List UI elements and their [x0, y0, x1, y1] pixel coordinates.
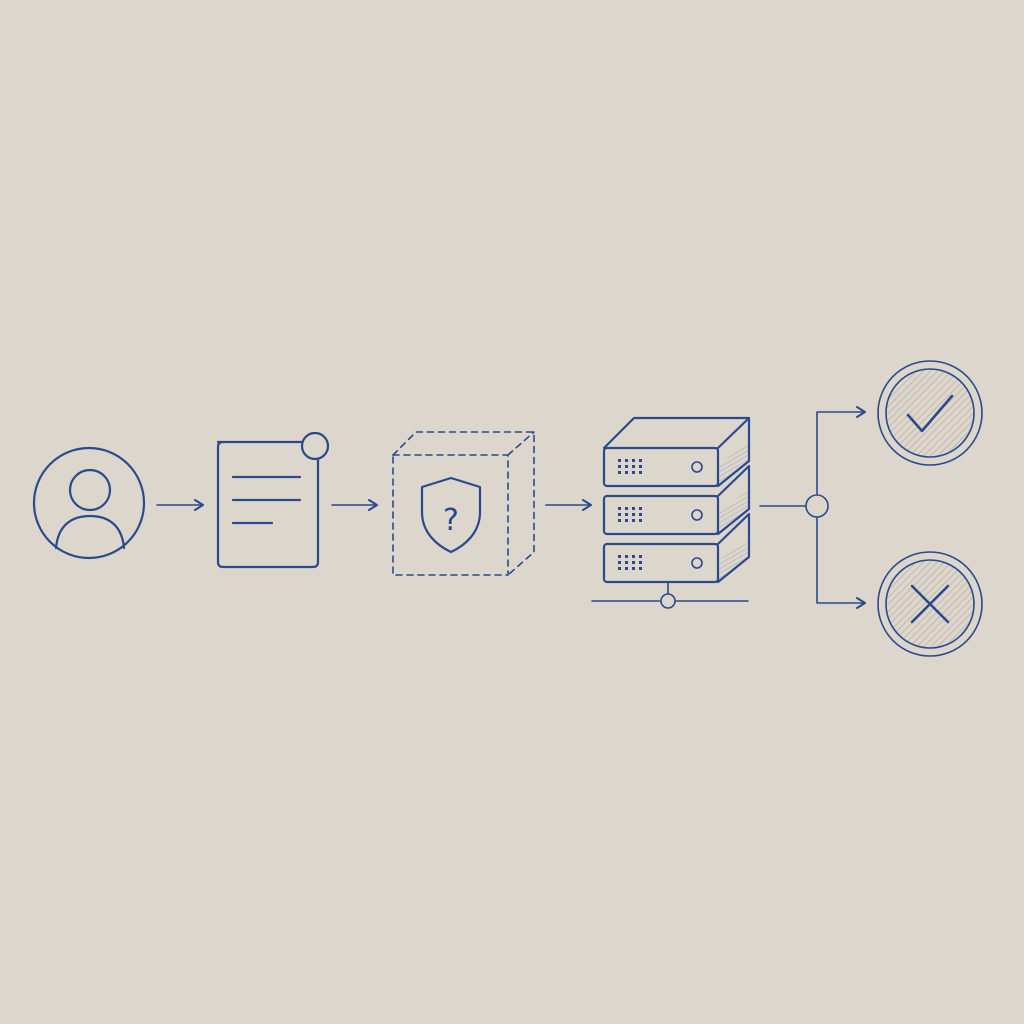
vent-dot — [632, 567, 635, 570]
vent-dot — [639, 471, 642, 474]
vent-dot — [618, 555, 621, 558]
shield-question-glyph: ? — [443, 503, 459, 538]
server-unit-1 — [602, 416, 751, 488]
vent-dot — [632, 459, 635, 462]
vent-dot — [618, 459, 621, 462]
server-vent-dots — [618, 459, 642, 570]
vent-dot — [632, 507, 635, 510]
vent-dot — [618, 513, 621, 516]
server-rack-icon — [591, 416, 751, 609]
vent-dot — [618, 465, 621, 468]
check-icon — [877, 360, 983, 466]
vent-dot — [632, 519, 635, 522]
vent-dot — [625, 567, 628, 570]
vent-dot — [639, 507, 642, 510]
vent-dot — [639, 459, 642, 462]
vent-dot — [639, 561, 642, 564]
vent-dot — [618, 519, 621, 522]
vent-dot — [639, 513, 642, 516]
vent-dot — [632, 465, 635, 468]
vent-dot — [632, 471, 635, 474]
vent-dot — [625, 519, 628, 522]
vent-dot — [632, 513, 635, 516]
vent-dot — [625, 459, 628, 462]
user-avatar-icon — [32, 446, 146, 560]
vent-dot — [625, 507, 628, 510]
vent-dot — [625, 561, 628, 564]
close-icon — [877, 551, 983, 657]
security-check-cube — [392, 431, 535, 576]
vent-dot — [632, 555, 635, 558]
shield-icon: ? — [420, 476, 482, 554]
vent-dot — [625, 465, 628, 468]
document-icon — [216, 431, 330, 569]
vent-dot — [618, 567, 621, 570]
decision-node — [805, 494, 829, 518]
vent-dot — [618, 471, 621, 474]
vent-dot — [618, 507, 621, 510]
vent-dot — [632, 561, 635, 564]
vent-dot — [625, 471, 628, 474]
vent-dot — [639, 555, 642, 558]
server-unit-3 — [602, 512, 751, 584]
vent-dot — [639, 465, 642, 468]
vent-dot — [618, 561, 621, 564]
vent-dot — [639, 519, 642, 522]
server-unit-2 — [602, 464, 751, 536]
vent-dot — [639, 567, 642, 570]
vent-dot — [625, 555, 628, 558]
decision-branch — [759, 406, 866, 609]
vent-dot — [625, 513, 628, 516]
